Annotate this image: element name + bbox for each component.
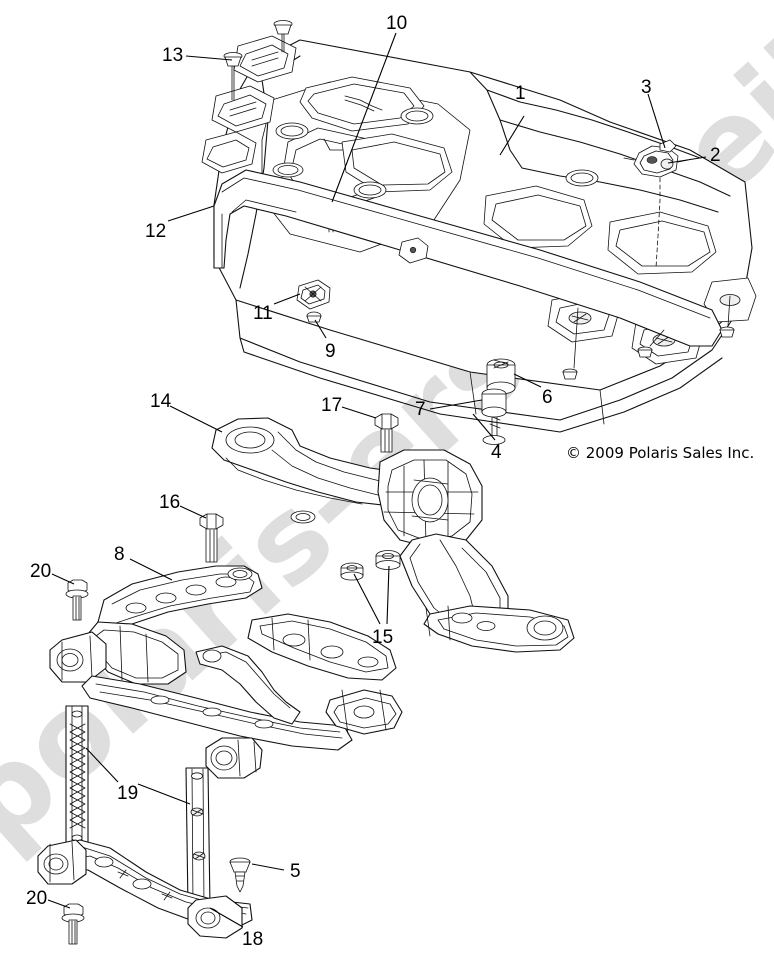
callout-20-bottom[interactable]: 20 xyxy=(26,888,48,909)
front-subframe-8 xyxy=(49,565,403,779)
callout-9[interactable]: 9 xyxy=(325,341,336,362)
flange-nut-15b xyxy=(375,550,401,570)
vertical-brace-left-19 xyxy=(65,705,89,847)
callout-2[interactable]: 2 xyxy=(710,145,721,166)
lower-bushing-7 xyxy=(481,388,507,418)
callout-1[interactable]: 1 xyxy=(515,83,526,104)
callout-4[interactable]: 4 xyxy=(491,442,502,463)
callout-8[interactable]: 8 xyxy=(114,544,125,565)
callout-13[interactable]: 13 xyxy=(162,45,184,66)
hex-bolt-17 xyxy=(374,413,399,453)
callout-19[interactable]: 19 xyxy=(117,783,139,804)
callout-20-top[interactable]: 20 xyxy=(30,561,52,582)
callout-11[interactable]: 11 xyxy=(253,303,273,324)
cargo-box-deck-group xyxy=(201,20,757,433)
rail-nut-9 xyxy=(306,311,322,323)
push-rivet-5 xyxy=(229,857,251,893)
flange-nut-15a xyxy=(340,562,364,581)
copyright-notice: © 2009 Polaris Sales Inc. xyxy=(566,444,755,462)
latch-assembly xyxy=(623,145,689,269)
callout-17[interactable]: 17 xyxy=(321,395,343,416)
flange-bolt-20b xyxy=(61,903,85,945)
callout-5[interactable]: 5 xyxy=(290,861,301,882)
hex-bolt-16 xyxy=(199,513,224,563)
flange-bolt-20a xyxy=(65,579,89,621)
callout-15[interactable]: 15 xyxy=(372,627,394,648)
deck-screw-13a xyxy=(273,20,293,53)
vertical-brace-right-19 xyxy=(185,767,211,909)
callout-3[interactable]: 3 xyxy=(641,77,652,98)
callout-16[interactable]: 16 xyxy=(159,492,181,513)
callout-18[interactable]: 18 xyxy=(242,929,264,950)
callout-6[interactable]: 6 xyxy=(542,387,553,408)
callout-14[interactable]: 14 xyxy=(150,391,172,412)
callout-10[interactable]: 10 xyxy=(386,13,408,34)
callout-7[interactable]: 7 xyxy=(415,399,426,420)
callout-12[interactable]: 12 xyxy=(145,221,167,242)
deck-left-hinges xyxy=(201,35,297,174)
deck-underside-fasteners xyxy=(562,295,735,380)
upper-bushing-6 xyxy=(486,358,516,395)
main-front-bracket xyxy=(377,449,575,653)
